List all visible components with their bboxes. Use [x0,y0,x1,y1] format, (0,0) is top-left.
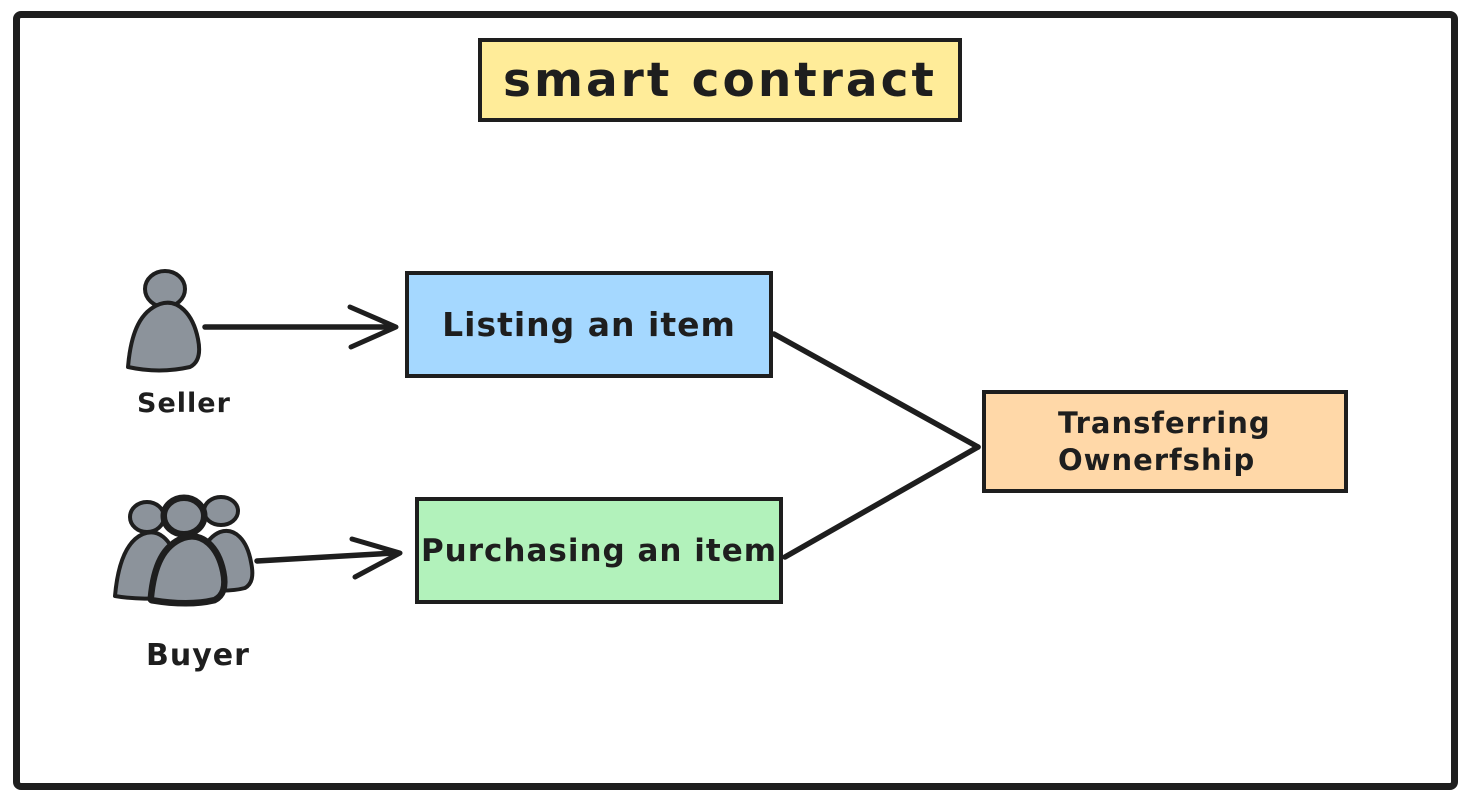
arrow-seller-to-listing [202,304,399,350]
purchasing-item-label: Purchasing an item [420,532,778,569]
seller-label: Seller [137,388,231,419]
listing-item-box: Listing an item [405,271,773,378]
transferring-ownership-box: Transferring Ownerfship [982,390,1348,493]
transferring-label-line1: Transferring [1058,406,1271,441]
line-listing-to-transferring [771,331,981,450]
transferring-label-line2: Ownerfship [1058,442,1256,477]
diagram-frame [13,11,1458,790]
title-box: smart contract [478,38,962,122]
buyer-label: Buyer [146,638,250,673]
purchasing-item-box: Purchasing an item [415,497,783,604]
buyer-group-icon [113,494,255,607]
line-purchasing-to-transferring [782,444,981,560]
arrow-buyer-to-purchasing [254,536,403,580]
listing-item-label: Listing an item [442,305,736,344]
seller-person-icon [126,269,202,373]
title-label: smart contract [503,52,937,108]
